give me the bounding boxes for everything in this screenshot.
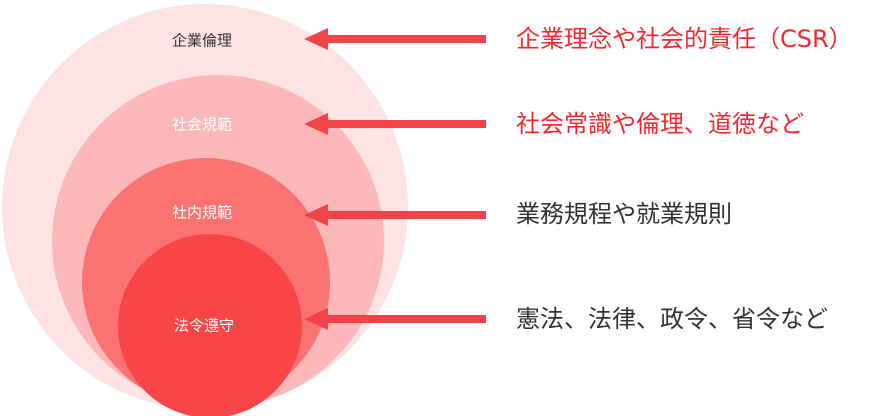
- arrow-corporate-ethics: [304, 28, 486, 50]
- label-corporate-ethics: 企業倫理: [172, 32, 232, 50]
- arrow-internal-rules: [304, 204, 486, 226]
- description-social-norms: 社会常識や倫理、道徳など: [516, 110, 804, 138]
- description-corporate-ethics: 企業理念や社会的責任（CSR）: [516, 25, 853, 53]
- circle-legal-compliance: [118, 234, 302, 416]
- arrow-social-norms: [304, 113, 486, 135]
- arrow-legal-compliance: [304, 308, 486, 330]
- label-social-norms: 社会規範: [172, 116, 232, 134]
- description-internal-rules: 業務規程や就業規則: [516, 200, 732, 228]
- label-legal-compliance: 法令遵守: [174, 317, 234, 335]
- label-internal-rules: 社内規範: [172, 204, 232, 222]
- description-legal-compliance: 憲法、法律、政令、省令など: [516, 305, 828, 333]
